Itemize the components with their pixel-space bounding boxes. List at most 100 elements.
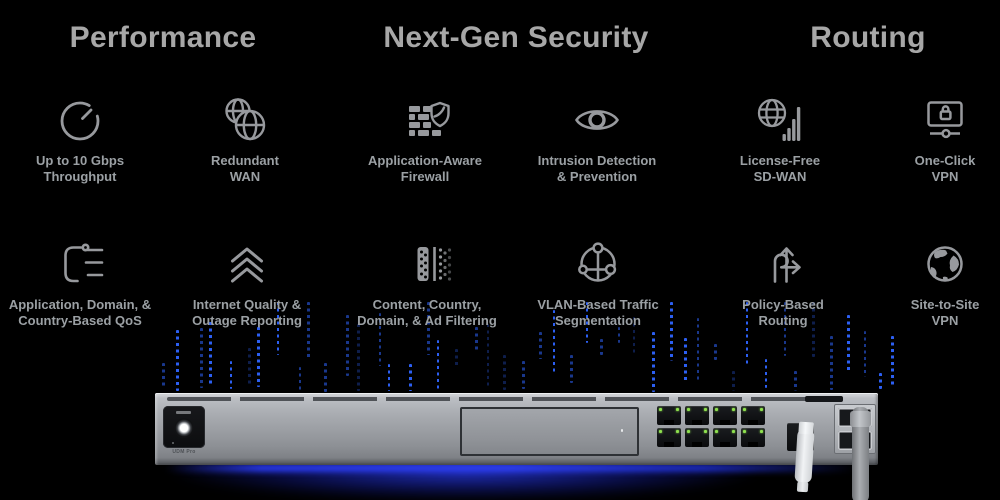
ethernet-port <box>741 406 765 425</box>
feature-label-line: VLAN-Based Traffic <box>537 297 659 312</box>
display-status-strip <box>176 411 191 414</box>
rain-column <box>538 332 542 359</box>
redundant-wan-globes-icon <box>217 92 273 148</box>
section-title-routing: Routing <box>810 21 926 54</box>
feature-label-line: VPN <box>931 313 959 328</box>
rain-column <box>209 322 212 387</box>
feature-label-line: Intrusion Detection <box>537 153 657 168</box>
feature-label: Application, Domain, &Country-Based QoS <box>0 297 175 329</box>
udm-pro-device: UDM Pro <box>155 393 878 500</box>
rain-column <box>632 316 636 356</box>
rain-column <box>617 327 621 344</box>
rain-column <box>162 362 165 389</box>
rain-column <box>891 335 894 387</box>
blue-glow-core <box>165 464 855 472</box>
feature-label-line: & Prevention <box>556 169 638 184</box>
feature-label-line: Outage Reporting <box>192 313 302 328</box>
vlan-segmentation-icon <box>570 236 626 292</box>
drive-bay <box>460 407 639 456</box>
rain-column <box>276 302 280 355</box>
feature-label: Internet Quality &Outage Reporting <box>152 297 342 329</box>
lan-port-block <box>657 406 765 447</box>
vent-slots <box>167 397 807 401</box>
section-title-security: Next-Gen Security <box>383 21 649 54</box>
ethernet-port <box>685 406 709 425</box>
sfp-cable <box>850 407 871 500</box>
rain-column <box>783 302 787 357</box>
feature-filter-dots: Content, Country,Domain, & Ad Filtering <box>332 236 522 329</box>
feature-label-line: Domain, & Ad Filtering <box>357 313 497 328</box>
feature-label-line: WAN <box>229 169 261 184</box>
feature-label-line: Firewall <box>400 169 450 184</box>
rain-column <box>794 371 797 391</box>
rain-column <box>713 344 717 360</box>
rain-column <box>298 367 302 392</box>
feature-label-line: Throughput <box>43 169 117 184</box>
ethernet-port <box>713 428 737 447</box>
globe-signal-bars-icon <box>752 92 808 148</box>
feature-label-line: Redundant <box>211 153 279 168</box>
wan-cable <box>794 428 815 493</box>
display-dot <box>172 442 174 444</box>
feature-label-line: Application-Aware <box>368 153 482 168</box>
rain-column <box>683 338 687 382</box>
gauge-icon <box>52 92 108 148</box>
feature-label-line: Content, Country, <box>372 297 482 312</box>
rain-column <box>811 302 815 357</box>
feature-chevrons-up: Internet Quality &Outage Reporting <box>152 236 342 329</box>
rain-column <box>552 310 556 375</box>
rain-column <box>229 360 233 389</box>
rain-column <box>879 372 882 390</box>
rain-column <box>764 358 768 388</box>
filter-dots-icon <box>399 236 455 292</box>
rain-column <box>475 327 478 351</box>
rain-column <box>346 314 349 376</box>
rain-column <box>847 315 850 373</box>
rain-column <box>436 339 440 389</box>
ethernet-port <box>713 406 737 425</box>
rain-column <box>670 302 673 362</box>
rain-column <box>176 330 180 392</box>
rain-column <box>696 318 700 383</box>
feature-label-line: License-Free <box>739 153 821 168</box>
feature-qos-list: Application, Domain, &Country-Based QoS <box>0 236 175 329</box>
qos-list-icon <box>52 236 108 292</box>
rain-column <box>200 327 203 389</box>
ethernet-port <box>685 428 709 447</box>
rain-column <box>455 349 459 366</box>
rain-column <box>248 347 251 387</box>
sfp-top-slot <box>805 396 843 402</box>
rain-column <box>522 361 525 390</box>
ethernet-port <box>657 428 681 447</box>
device-chassis: UDM Pro <box>155 393 878 465</box>
device-model-label: UDM Pro <box>172 449 196 455</box>
rain-column <box>427 302 430 355</box>
feature-label: Content, Country,Domain, & Ad Filtering <box>332 297 522 329</box>
feature-label-line: Country-Based QoS <box>18 313 142 328</box>
rain-column <box>486 323 490 387</box>
feature-label-line: SD-WAN <box>753 169 807 184</box>
feature-label-line: Internet Quality & <box>192 297 302 312</box>
feature-label-line: Up to 10 Gbps <box>35 153 125 168</box>
feature-label-line: Site-to-Site <box>910 297 980 312</box>
rain-column <box>378 313 382 366</box>
feature-label-line: VPN <box>931 169 959 184</box>
rain-column <box>830 336 834 390</box>
rain-column <box>732 371 735 392</box>
